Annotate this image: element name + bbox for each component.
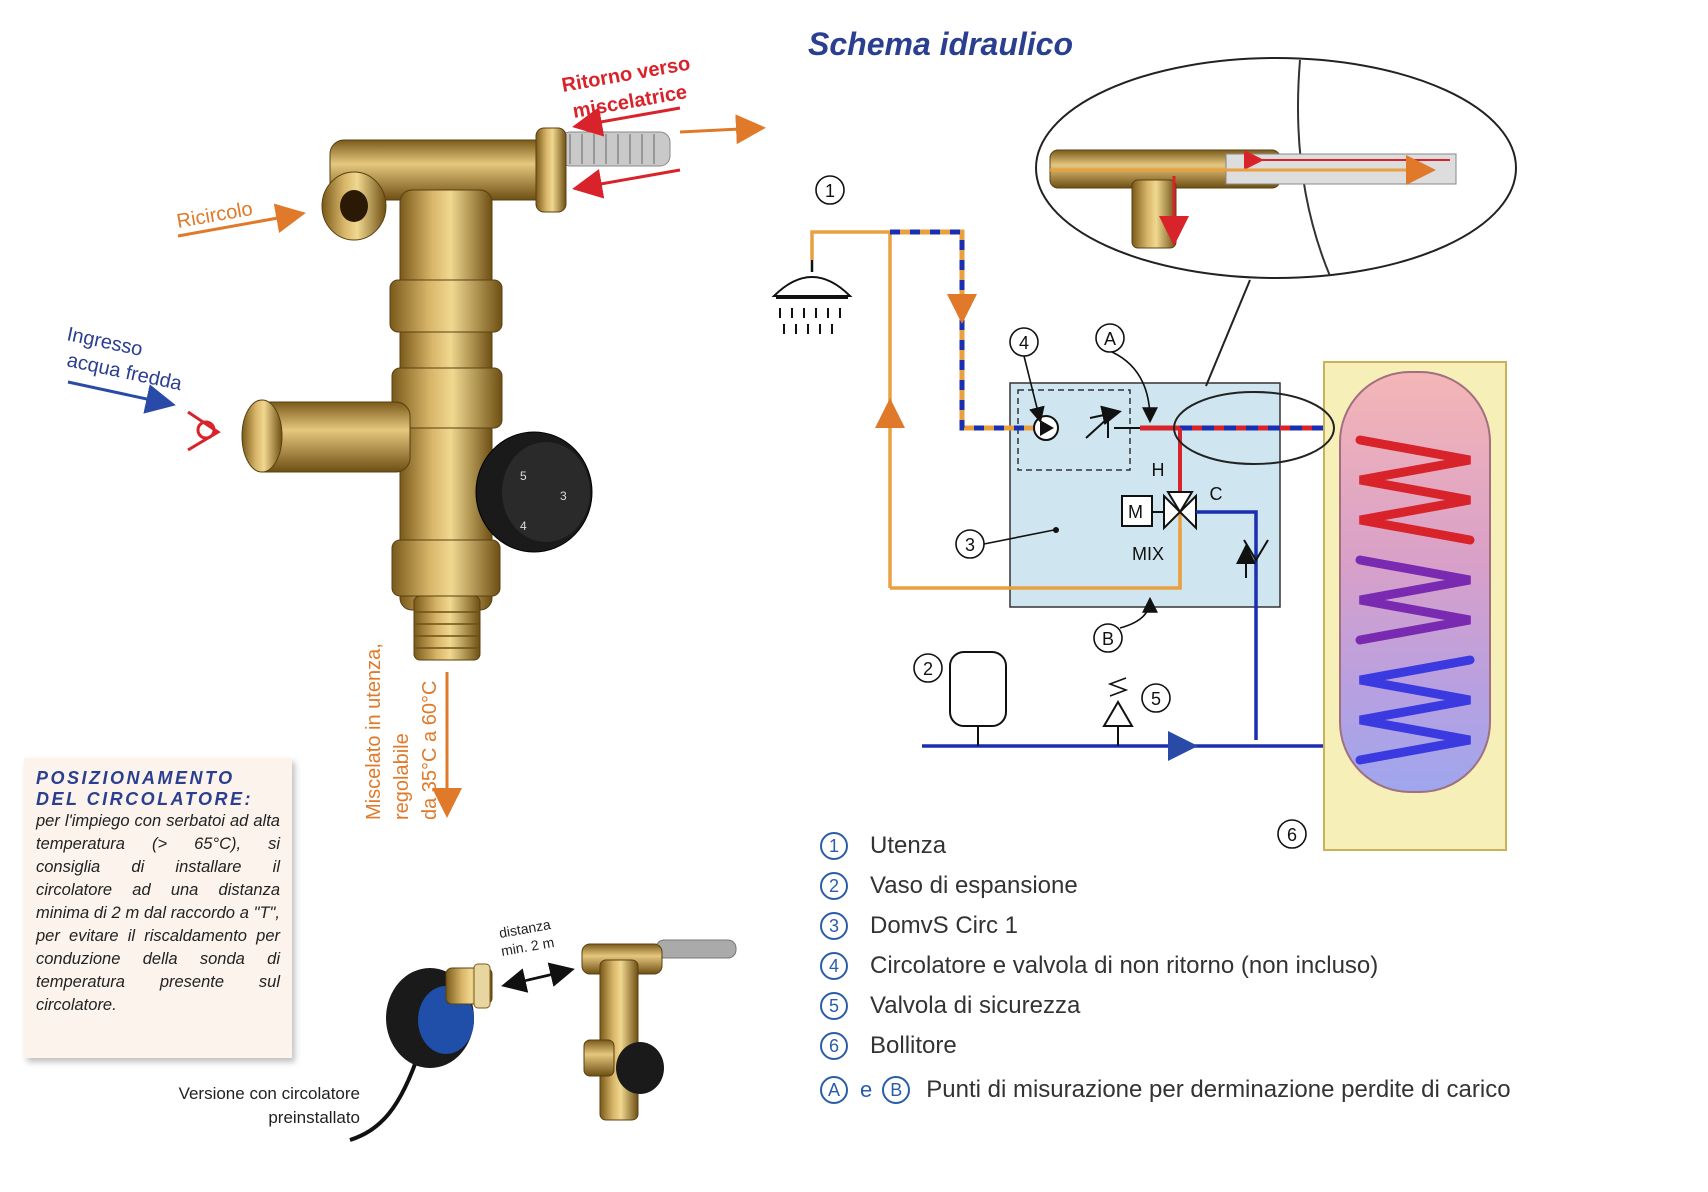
label-4: 4 <box>1019 333 1029 353</box>
legend-num: 3 <box>820 912 848 940</box>
legend-text: DomvS Circ 1 <box>870 912 1019 939</box>
legend-conj: e <box>860 1077 873 1102</box>
label-B: B <box>1102 629 1114 649</box>
legend-num: 5 <box>820 992 848 1020</box>
legend-item: 6 Bollitore <box>820 1032 957 1060</box>
motor-label: M <box>1128 502 1143 522</box>
cold-inlet-arrow <box>67 380 176 414</box>
small-valve-photo <box>581 939 737 1121</box>
legend-item: 2 Vaso di espansione <box>820 872 1078 900</box>
ritorno-in-arrow-top <box>572 106 681 137</box>
label-A: A <box>1104 329 1116 349</box>
legend-ab-item: A e B Punti di misurazione per derminazi… <box>820 1076 1511 1104</box>
legend-item: 4 Circolatore e valvola di non ritorno (… <box>820 952 1378 980</box>
page-title: Schema idraulico <box>808 26 1073 62</box>
loop-blue-dash <box>890 229 1040 431</box>
label-1: 1 <box>825 181 835 201</box>
label-H: H <box>1152 460 1165 480</box>
label-2: 2 <box>923 659 933 679</box>
legend-ab-text: Punti di misurazione per derminazione pe… <box>926 1076 1511 1103</box>
legend-a: A <box>820 1076 848 1104</box>
legend-num: 6 <box>820 1032 848 1060</box>
small-photo-caption-1: Versione con circolatore <box>178 1084 360 1103</box>
ricircolo-arrow <box>177 203 306 238</box>
label-6: 6 <box>1287 825 1297 845</box>
label-C: C <box>1210 484 1223 504</box>
legend-text: Valvola di sicurezza <box>870 992 1081 1019</box>
legend-item: 5 Valvola di sicurezza <box>820 992 1080 1020</box>
legend-b: B <box>882 1076 911 1104</box>
note-title: POSIZIONAMENTO DEL CIRCOLATORE: <box>36 768 254 809</box>
legend-item: 1 Utenza <box>820 832 946 860</box>
ritorno-out-arrow <box>679 114 766 145</box>
small-circulator-photo <box>349 963 493 1142</box>
detail-link-ellipse <box>1173 391 1335 465</box>
expansion-vessel <box>949 651 1007 727</box>
shower-head <box>771 260 853 334</box>
motor-box <box>1121 495 1153 527</box>
ritorno-in-arrow-bottom <box>572 168 681 199</box>
legend-item: 3 DomvS Circ 1 <box>820 912 1018 940</box>
svg-text:3: 3 <box>560 489 567 503</box>
svg-text:5: 5 <box>520 469 527 483</box>
legend-text: Vaso di espansione <box>870 872 1078 899</box>
label-MIX: MIX <box>1132 544 1164 564</box>
legend-num: 1 <box>820 832 848 860</box>
legend-num: 2 <box>820 872 848 900</box>
note-body: per l'impiego con serbatoi ad alta tempe… <box>36 812 280 1014</box>
cold-pipe-to-mixer <box>1196 510 1258 740</box>
mixing-valve-photo: 5 3 4 <box>187 127 671 661</box>
small-photo-caption-2: preinstallato <box>268 1108 360 1127</box>
svg-text:4: 4 <box>520 519 527 533</box>
miscelato-label-3: da 35°C a 60°C <box>419 681 441 820</box>
miscelato-label-2: regolabile <box>391 733 413 820</box>
ricircolo-label: Ricircolo <box>175 198 254 233</box>
distance-arrow-left <box>501 968 551 993</box>
legend-num: 4 <box>820 952 848 980</box>
legend-text: Bollitore <box>870 1032 957 1059</box>
label-5: 5 <box>1151 689 1161 709</box>
legend-text: Circolatore e valvola di non ritorno (no… <box>870 952 1379 979</box>
legend-text: Utenza <box>870 832 947 859</box>
note-box <box>24 758 292 1058</box>
miscelato-label-1: Miscelato in utenza, <box>363 643 385 820</box>
safety-valve <box>1102 700 1134 727</box>
label-3: 3 <box>965 535 975 555</box>
tank-coil <box>1355 435 1475 765</box>
